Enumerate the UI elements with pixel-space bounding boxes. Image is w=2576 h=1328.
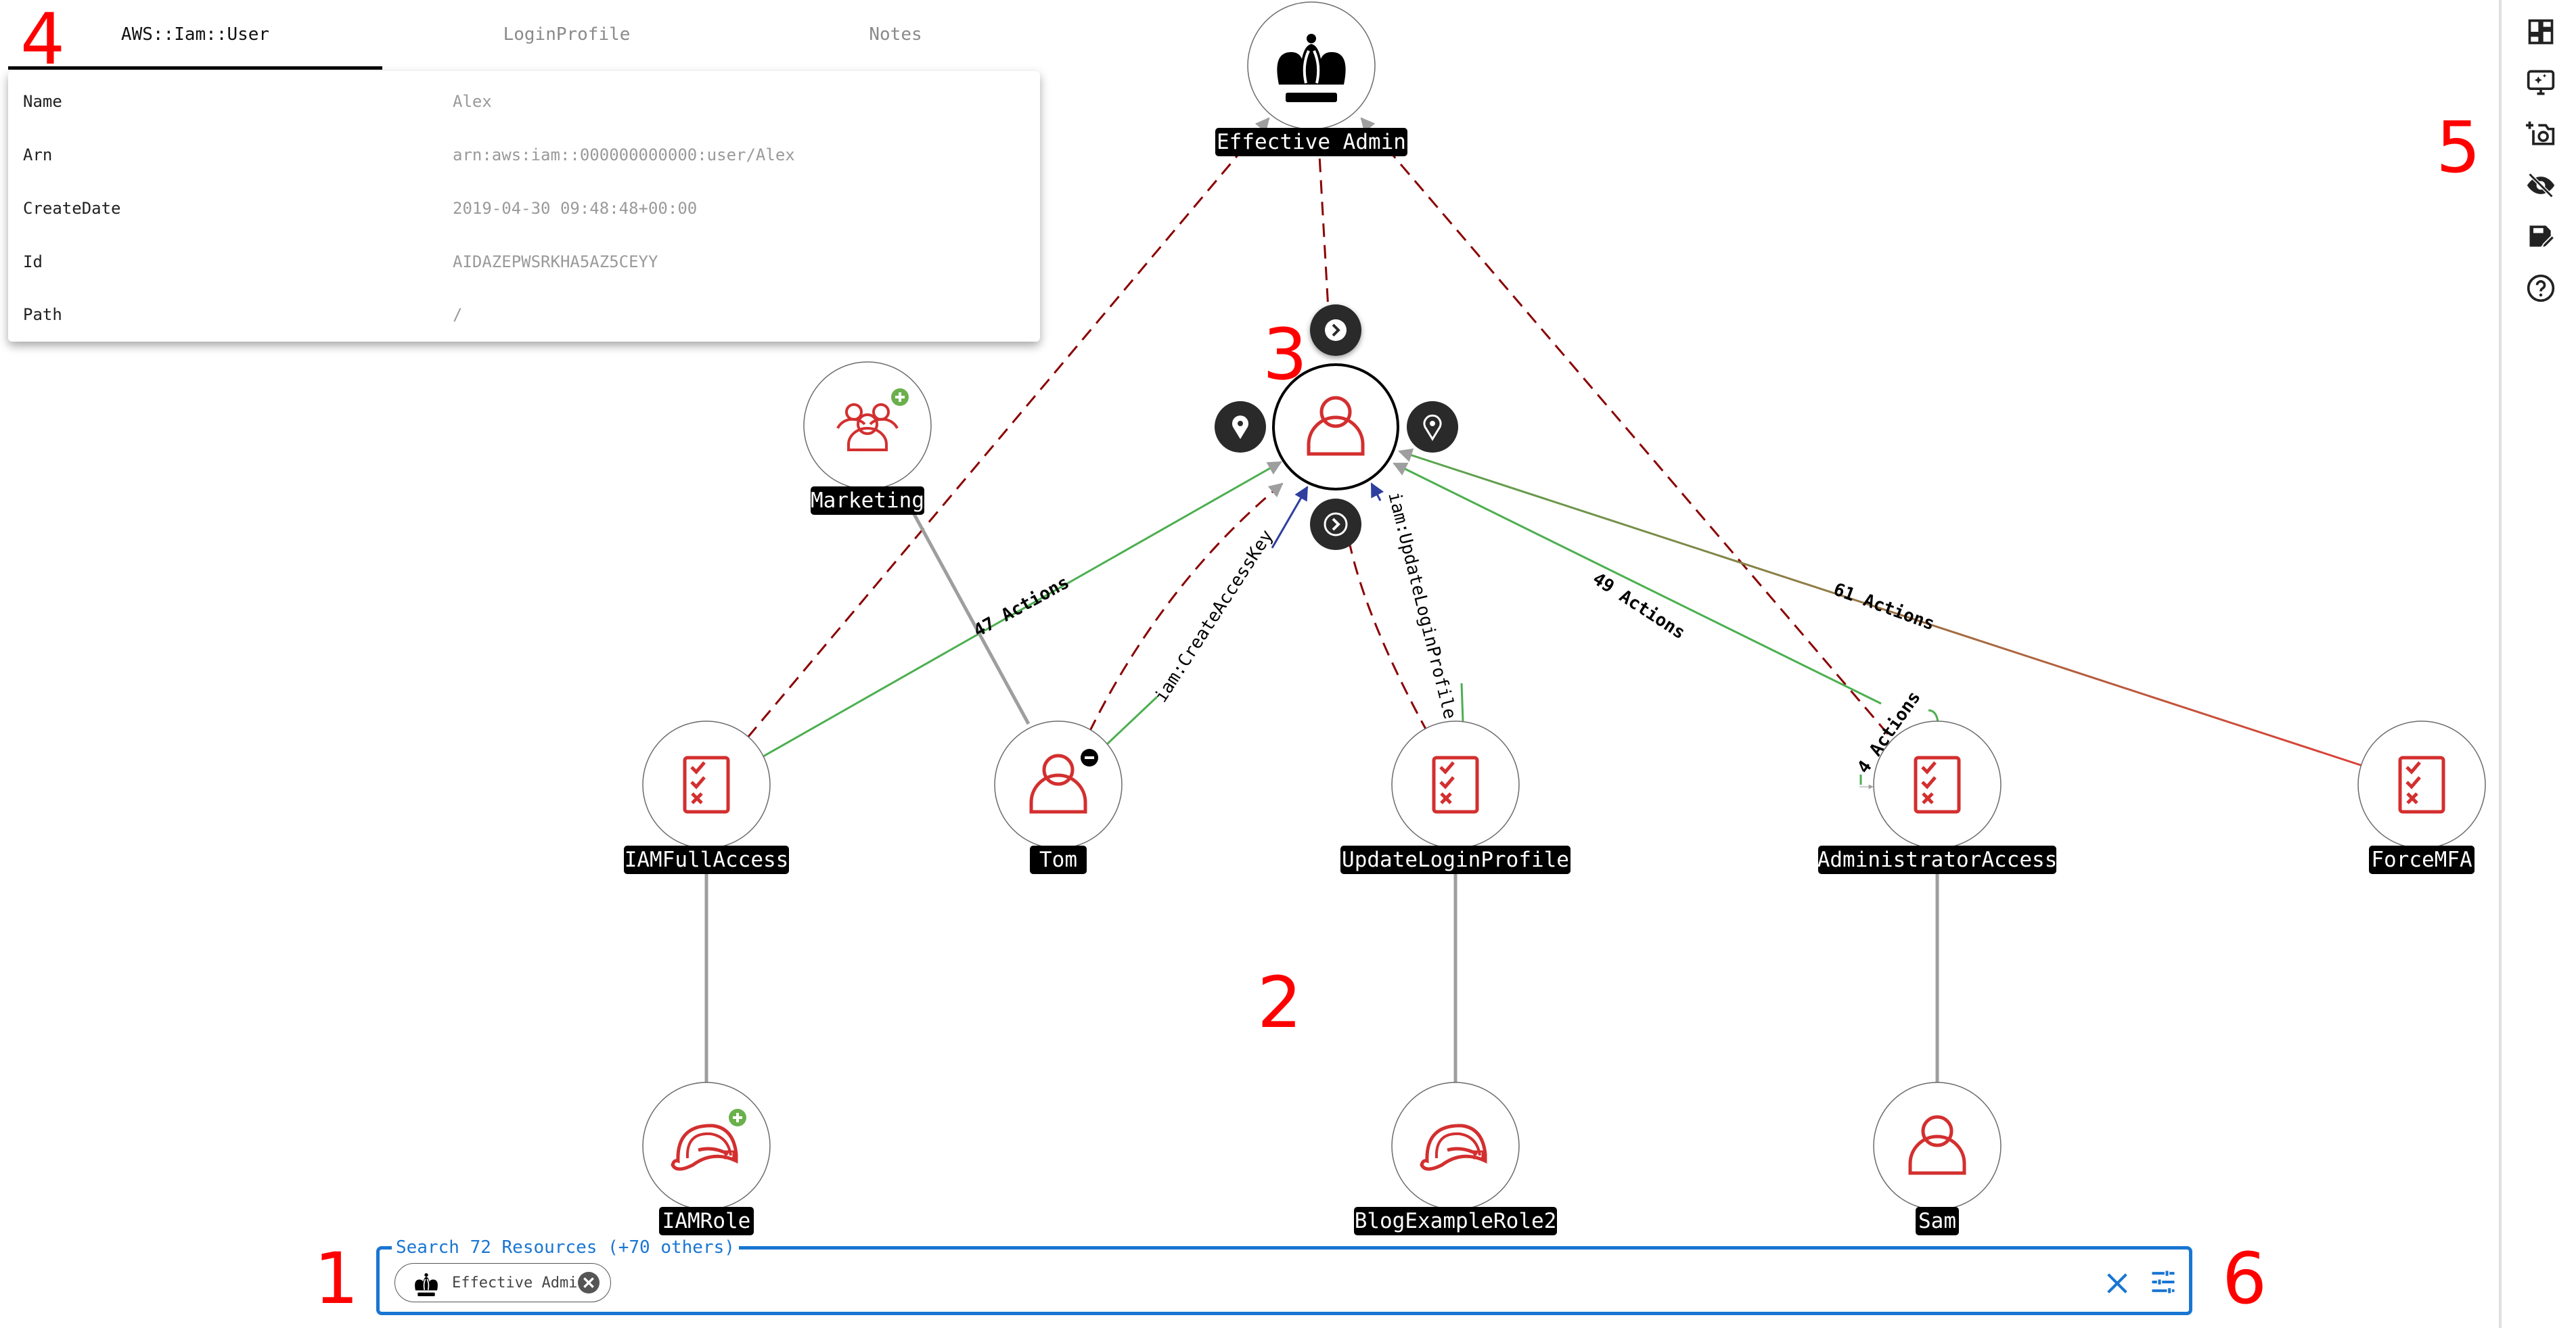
- locate-source-button[interactable]: [1215, 401, 1266, 453]
- collapse-badge-icon[interactable]: [1081, 749, 1098, 766]
- edge-label-update-login-profile: iam:UpdateLoginProfile: [1384, 490, 1460, 720]
- detail-row-id: Id AIDAZEPWSRKHA5AZ5CEYY: [8, 235, 1040, 289]
- edge-ulp-to-alex[interactable]: [1460, 683, 1464, 722]
- expand-incoming-button[interactable]: [1310, 499, 1361, 550]
- annotation-3: 3: [1263, 313, 1308, 396]
- graph-canvas[interactable]: 47 Actions iam:CreateAccessKey iam:Updat…: [0, 0, 2499, 1328]
- clear-search-icon[interactable]: [2104, 1270, 2131, 1297]
- node-label: UpdateLoginProfile: [1342, 848, 1569, 872]
- presentation-sparkle-icon[interactable]: [2526, 68, 2556, 97]
- locate-target-button[interactable]: [1407, 401, 1458, 453]
- annotation-6: 6: [2222, 1237, 2267, 1320]
- edge-ulp-to-alex-escalation[interactable]: [1345, 527, 1429, 733]
- chip-label: Effective Admin: [452, 1274, 587, 1291]
- resource-tabs: AWS::Iam::User LoginProfile Notes: [8, 0, 1040, 71]
- node-label: ForceMFA: [2371, 848, 2472, 872]
- tab-aws-iam-user[interactable]: AWS::Iam::User: [120, 24, 270, 45]
- edge-label-61-actions: 61 Actions: [1831, 579, 1937, 635]
- crown-icon: [415, 1273, 438, 1296]
- node-tom[interactable]: Tom: [994, 720, 1123, 874]
- save-edit-icon[interactable]: [2526, 222, 2556, 252]
- node-label: Effective Admin: [1217, 130, 1406, 154]
- annotation-1: 1: [314, 1237, 359, 1320]
- node-alex[interactable]: [1272, 363, 1399, 490]
- node-label: AdministratorAccess: [1817, 848, 2058, 872]
- detail-row-arn: Arn arn:aws:iam::000000000000:user/Alex: [8, 128, 1040, 182]
- expand-badge-icon[interactable]: [891, 388, 909, 406]
- chevron-right-circle-icon: [1332, 323, 1340, 337]
- edge-label-create-access-key: iam:CreateAccessKey: [1151, 526, 1278, 706]
- chip-remove-icon[interactable]: [578, 1272, 600, 1293]
- edges: [704, 117, 2364, 1082]
- edge-label-49-actions: 49 Actions: [1589, 569, 1689, 643]
- detail-value: arn:aws:iam::000000000000:user/Alex: [453, 145, 795, 164]
- location-pin-icon: [1232, 415, 1248, 439]
- detail-key: Id: [23, 252, 43, 271]
- detail-value: AIDAZEPWSRKHA5AZ5CEYY: [453, 252, 658, 271]
- edge-ulp-to-alex-action[interactable]: [1370, 482, 1384, 501]
- node-label: IAMRole: [662, 1209, 751, 1233]
- node-label: IAMFullAccess: [625, 848, 789, 872]
- crown-icon: [1277, 34, 1346, 102]
- edge-iamfullaccess-to-alex[interactable]: [763, 461, 1282, 758]
- node-iamfullaccess[interactable]: IAMFullAccess: [624, 720, 789, 874]
- node-effective-admin[interactable]: Effective Admin: [1215, 1, 1407, 156]
- node-administratoraccess[interactable]: AdministratorAccess: [1817, 720, 2058, 874]
- location-pin-outline-icon: [1423, 414, 1442, 441]
- tune-filter-icon[interactable]: [2148, 1267, 2178, 1297]
- detail-key: Arn: [23, 145, 53, 164]
- resource-details-card: Name Alex Arn arn:aws:iam::000000000000:…: [8, 71, 1040, 342]
- edge-iamfullaccess-to-effective-admin[interactable]: [746, 117, 1270, 738]
- visibility-off-icon[interactable]: [2526, 170, 2556, 200]
- node-label: BlogExampleRole2: [1355, 1209, 1557, 1233]
- toolbar-sidebar: [2499, 0, 2576, 1328]
- edge-forcemfa-to-alex[interactable]: [1398, 448, 2364, 767]
- node-blogexamplerole2[interactable]: BlogExampleRole2: [1354, 1082, 1557, 1235]
- detail-row-path: Path /: [8, 288, 1040, 342]
- search-legend: Search 72 Resources (+70 others): [392, 1236, 739, 1259]
- detail-key: CreateDate: [23, 199, 121, 218]
- edge-label-47-actions: 47 Actions: [970, 572, 1072, 641]
- chevron-right-circle-outline-icon: [1332, 518, 1340, 531]
- annotation-4: 4: [20, 0, 66, 81]
- detail-value: 2019-04-30 09:48:48+00:00: [453, 199, 698, 218]
- annotation-5: 5: [2436, 106, 2481, 189]
- tab-login-profile[interactable]: LoginProfile: [503, 24, 631, 45]
- add-photo-icon[interactable]: [2526, 119, 2556, 149]
- search-input[interactable]: [623, 1263, 1776, 1304]
- help-icon[interactable]: [2526, 273, 2556, 303]
- detail-value: /: [453, 305, 463, 324]
- edge-tom-to-alex[interactable]: [1106, 695, 1158, 746]
- edge-admin-to-effective-admin[interactable]: [1360, 117, 1889, 735]
- edge-admin-self-loop[interactable]: [1859, 709, 1939, 785]
- node-label: Marketing: [811, 488, 924, 513]
- detail-value: Alex: [453, 92, 492, 111]
- annotation-2: 2: [1257, 961, 1303, 1044]
- detail-key: Name: [23, 92, 62, 111]
- detail-row-name: Name Alex: [8, 74, 1040, 129]
- node-iamrole[interactable]: IAMRole: [642, 1082, 771, 1235]
- expand-badge-icon[interactable]: [729, 1109, 746, 1126]
- filter-chip-effective-admin[interactable]: Effective Admin: [394, 1263, 611, 1302]
- active-tab-indicator: [8, 66, 382, 70]
- node-label: Tom: [1039, 848, 1077, 872]
- edge-alex-to-effective-admin[interactable]: [1317, 131, 1332, 346]
- tab-notes[interactable]: Notes: [869, 24, 922, 45]
- detail-row-createdate: CreateDate 2019-04-30 09:48:48+00:00: [8, 181, 1040, 235]
- node-marketing[interactable]: Marketing: [803, 361, 932, 515]
- detail-key: Path: [23, 305, 62, 324]
- edge-tom-to-alex-escalation[interactable]: [1088, 482, 1284, 733]
- node-sam[interactable]: Sam: [1873, 1082, 2002, 1235]
- edge-tom-to-alex-action[interactable]: [1271, 486, 1309, 549]
- node-updateloginprofile[interactable]: UpdateLoginProfile: [1340, 720, 1571, 874]
- expand-outgoing-button[interactable]: [1310, 304, 1361, 356]
- node-forcemfa[interactable]: ForceMFA: [2357, 720, 2486, 874]
- search-field[interactable]: Search 72 Resources (+70 others) Effecti…: [376, 1236, 2192, 1315]
- edge-marketing-to-tom[interactable]: [905, 499, 1031, 725]
- edge-admin-to-alex[interactable]: [1393, 462, 1882, 705]
- dashboard-icon[interactable]: [2526, 17, 2556, 47]
- node-label: Sam: [1918, 1209, 1956, 1233]
